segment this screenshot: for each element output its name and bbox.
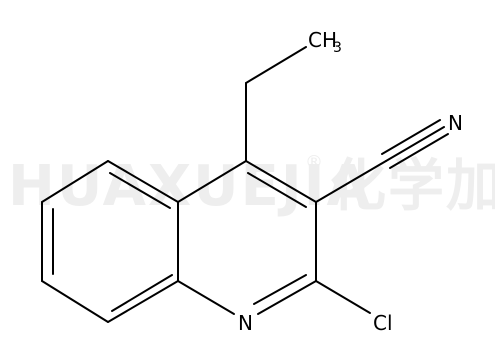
bond-cn-triple-2 <box>381 119 441 155</box>
bond-cn-triple-1 <box>385 126 445 162</box>
bond-ch2-ch3 <box>245 46 307 84</box>
atom-label-chlorine: Cl <box>373 311 393 335</box>
bond-c7-c8 <box>41 280 109 323</box>
bond-n1-c8a <box>177 280 235 315</box>
atom-labels: CH 3 N N Cl <box>238 28 463 335</box>
bond-c2-n1 <box>257 280 317 315</box>
bond-c4a-c5 <box>107 160 179 203</box>
atom-label-ring-n: N <box>238 311 253 335</box>
bond-c8-c8a-inner <box>111 274 173 312</box>
bond-c5-c6 <box>41 160 109 203</box>
bond-c8-c8a <box>107 280 179 323</box>
bond-c4-c3 <box>245 160 317 203</box>
bond-c3-cn <box>315 160 387 203</box>
atom-label-nitrile-n: N <box>448 111 463 135</box>
bonds <box>41 46 449 323</box>
atom-label-methyl-subscript: 3 <box>333 40 342 56</box>
watermark-registered-mark: ® <box>305 152 323 173</box>
atom-label-methyl: CH <box>308 28 337 52</box>
bond-c4-c3-inner <box>247 172 307 208</box>
bond-c2-cl <box>315 280 371 314</box>
bond-c5-c4a-inner <box>109 172 171 209</box>
watermark-cjk: 化学加 <box>330 154 495 219</box>
bond-c2-n1-inner <box>253 274 307 305</box>
bond-c4a-c4 <box>177 160 247 203</box>
bond-cn-triple-3 <box>389 133 449 169</box>
watermark: HUAXUEJIA ® 化学加 <box>8 152 495 219</box>
